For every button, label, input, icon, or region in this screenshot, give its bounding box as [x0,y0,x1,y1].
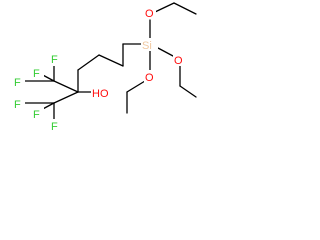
atom-f3: F [51,54,58,66]
bond-c8-c9 [173,2,197,15]
atom-f6: F [33,109,40,121]
atom-o3: O [145,72,154,84]
bond-c3-c2 [53,91,79,104]
atom-hydroxyl: HO [92,88,109,100]
atom-labels: F F F F F F HO Si O O O [13,6,185,133]
bond-c1-c2 [53,80,79,93]
bond-o1-c8 [154,2,175,13]
atom-o1: O [145,8,154,20]
bond-c4-c5 [77,54,100,71]
atom-f2: F [14,77,21,89]
atom-silicon: Si [142,40,152,52]
bond-c5-c6 [98,54,124,67]
structure-diagram: F F F F F F HO Si O O O [13,2,197,133]
bond-c10-c11 [179,85,197,98]
atom-f1: F [33,68,40,80]
bond-si-o2 [157,47,174,57]
bond-o3-c12 [126,80,146,93]
atom-o2: O [174,55,183,67]
bonds [23,2,197,120]
atom-f5: F [51,121,58,133]
atom-f4: F [14,99,21,111]
